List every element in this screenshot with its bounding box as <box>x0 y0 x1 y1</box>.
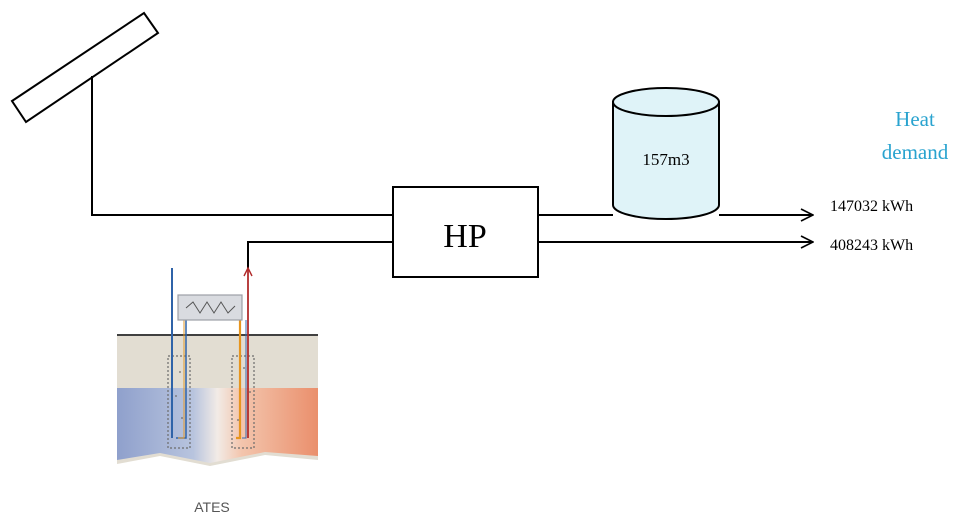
heat-demand-value-1: 147032 kWh <box>830 198 913 215</box>
solar-collector-icon <box>10 11 160 215</box>
storage-tank: 157m3 <box>612 87 720 220</box>
ates-borehole-icon <box>117 266 318 466</box>
heat-demand-title: demand <box>882 140 949 164</box>
heat-pump-box: HP <box>392 186 539 278</box>
ates-to-hp-pipe <box>247 241 393 270</box>
ates-label: ATES <box>194 499 230 515</box>
heat-pump-label: HP <box>443 218 486 255</box>
heat-demand-value-2: 408243 kWh <box>830 237 913 254</box>
heat-exchanger-icon <box>177 294 243 321</box>
storage-tank-label: 157m3 <box>642 150 689 169</box>
heat-demand-title: Heat <box>895 107 935 131</box>
